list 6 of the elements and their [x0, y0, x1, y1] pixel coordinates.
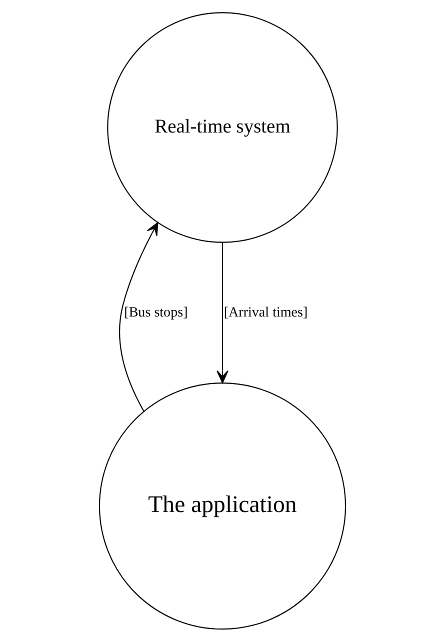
edge-label: [Bus stops] — [124, 304, 188, 320]
node-circle: Real-time system — [106, 12, 338, 243]
arrow — [118, 222, 158, 412]
arrow — [216, 242, 228, 384]
node-circle: The application — [98, 382, 346, 630]
edge-label: [Arrival times] — [223, 304, 308, 320]
